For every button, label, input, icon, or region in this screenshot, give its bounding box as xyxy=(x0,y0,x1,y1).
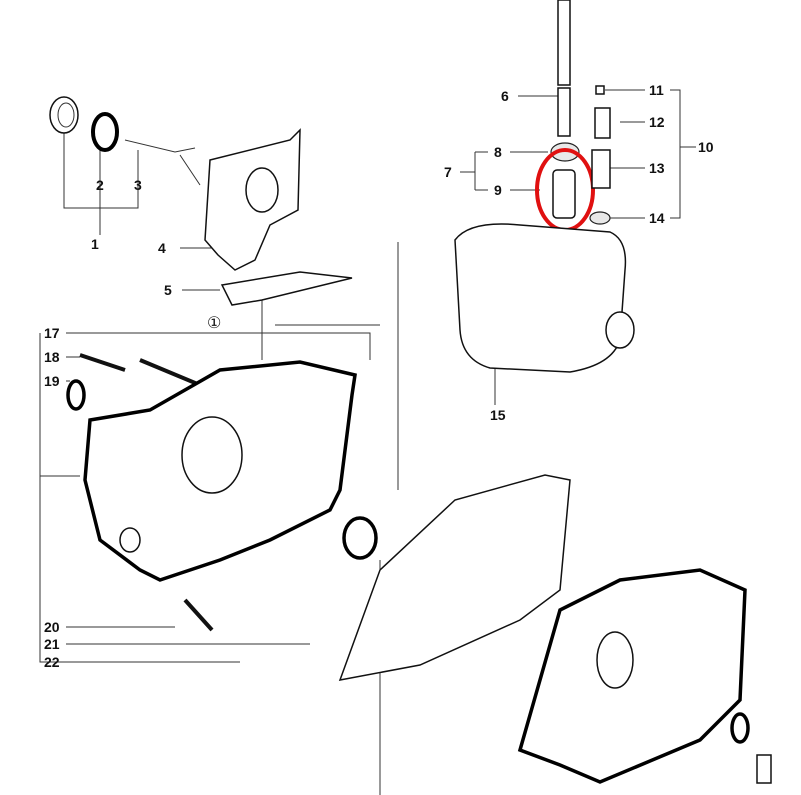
callout-17: 17 xyxy=(44,325,60,341)
callout-12: 12 xyxy=(649,114,665,130)
callout-15: 15 xyxy=(490,407,506,423)
leader-lines xyxy=(39,89,696,795)
callout-9: 9 xyxy=(494,182,502,198)
callout-22: 22 xyxy=(44,654,60,670)
callout-8: 8 xyxy=(494,144,502,160)
tube-part xyxy=(557,0,571,86)
filler-cap xyxy=(49,96,201,186)
callout-1: 1 xyxy=(91,236,99,252)
callout-7: 7 xyxy=(444,164,452,180)
callout-3: 3 xyxy=(134,177,142,193)
callout-21: 21 xyxy=(44,636,60,652)
callout-5: 5 xyxy=(164,282,172,298)
crankcase-right xyxy=(517,568,747,784)
callout-13: 13 xyxy=(649,160,665,176)
callout-18: 18 xyxy=(44,349,60,365)
callout-20: 20 xyxy=(44,619,60,635)
callout-11: 11 xyxy=(649,82,664,98)
callout-6: 6 xyxy=(501,88,509,104)
callout-4: 4 xyxy=(158,240,166,256)
callout-10: 10 xyxy=(698,139,714,155)
callout-labels: 1 2 3 4 5 6 7 8 9 10 11 12 13 14 15 17 1… xyxy=(44,82,714,670)
callout-14: 14 xyxy=(649,210,665,226)
fuel-filter xyxy=(552,169,576,219)
callout-2: 2 xyxy=(96,177,104,193)
strip-part xyxy=(220,271,353,306)
callout-19: 19 xyxy=(44,373,60,389)
gasket xyxy=(338,474,571,681)
fuel-tank xyxy=(454,223,627,373)
callout-note-1: ① xyxy=(207,315,221,332)
